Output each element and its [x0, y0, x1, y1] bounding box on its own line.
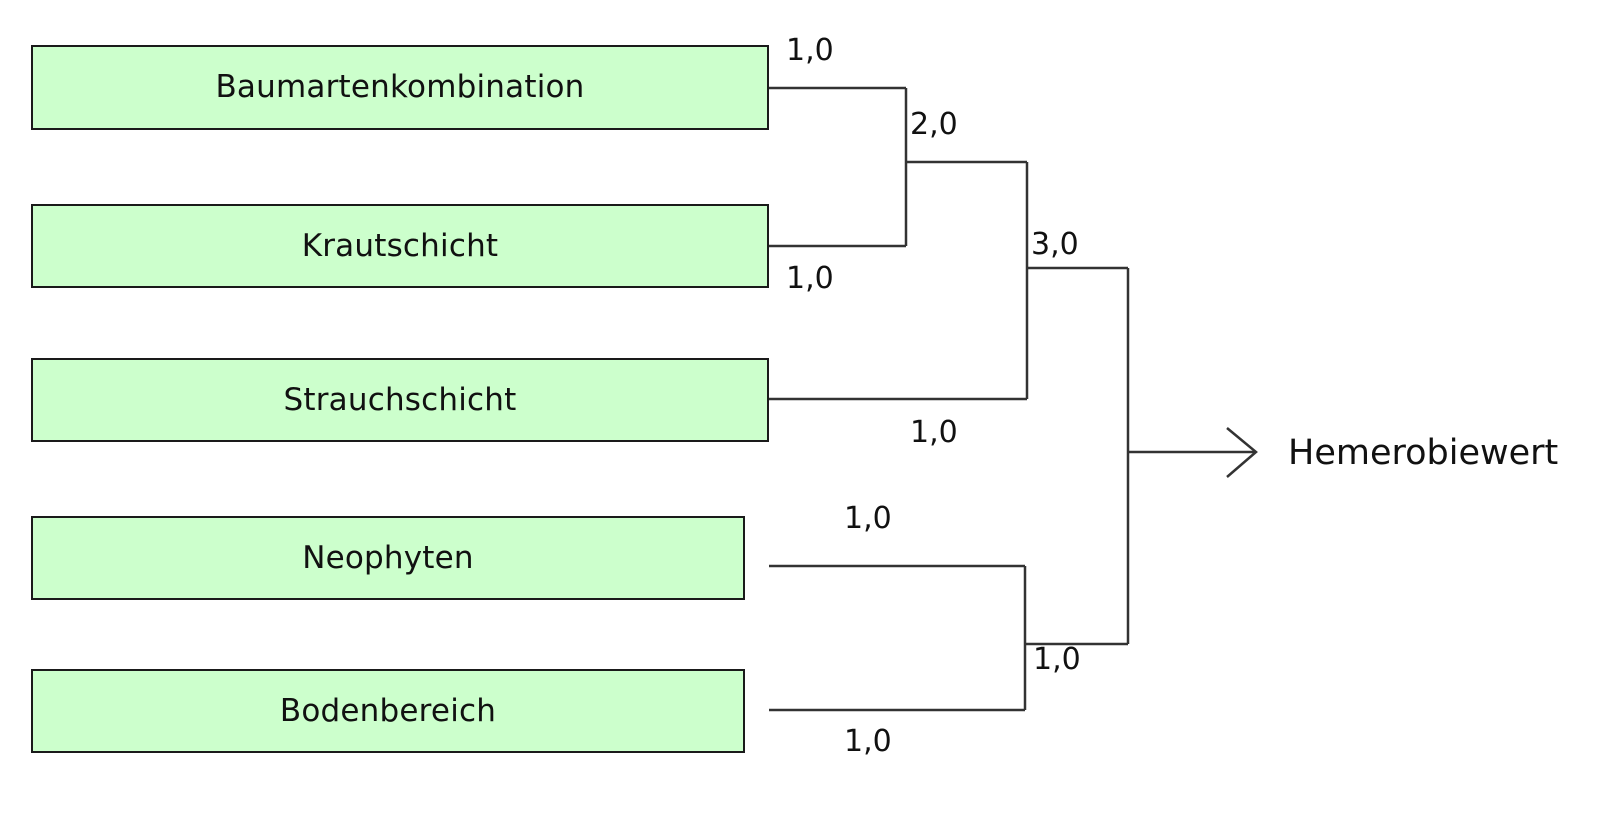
criterion-label-krautschicht: Krautschicht — [301, 227, 499, 264]
weight-label-strauchschicht: 1,0 — [910, 415, 958, 450]
weight-label-sum-2: 2,0 — [910, 107, 958, 142]
criterion-box-neophyten[interactable]: Neophyten — [31, 516, 745, 600]
weight-label-sum-3: 3,0 — [1031, 227, 1079, 262]
weight-label-neophyten: 1,0 — [844, 501, 892, 536]
criterion-label-baumartenkombination: Baumartenkombination — [215, 69, 585, 105]
result-arrow-head — [1226, 427, 1258, 478]
criterion-box-baumartenkombination[interactable]: Baumartenkombination — [31, 45, 769, 130]
weight-label-sum-1-lower: 1,0 — [1033, 642, 1081, 677]
criterion-label-neophyten: Neophyten — [302, 539, 474, 576]
weight-label-baumartenkombination: 1,0 — [786, 33, 834, 68]
criterion-box-krautschicht[interactable]: Krautschicht — [31, 204, 769, 288]
criterion-box-bodenbereich[interactable]: Bodenbereich — [31, 669, 745, 753]
criterion-box-strauchschicht[interactable]: Strauchschicht — [31, 358, 769, 442]
criterion-label-strauchschicht: Strauchschicht — [283, 381, 517, 418]
weight-label-krautschicht: 1,0 — [786, 261, 834, 296]
criterion-label-bodenbereich: Bodenbereich — [279, 692, 497, 729]
weight-label-bodenbereich: 1,0 — [844, 724, 892, 759]
result-label-hemerobiewert: Hemerobiewert — [1288, 433, 1559, 473]
